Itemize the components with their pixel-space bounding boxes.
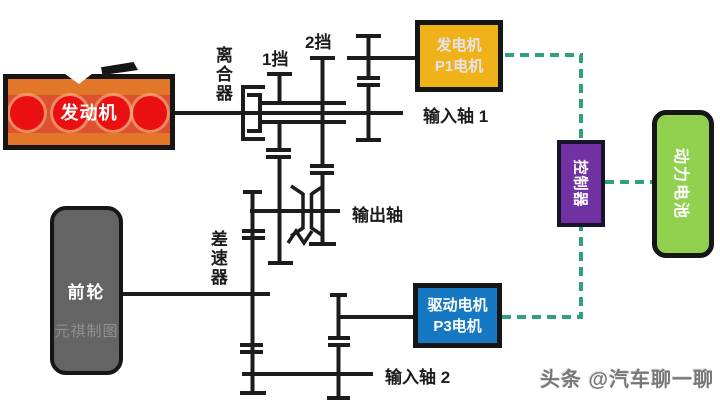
drive-motor-label-line2: P3电机 bbox=[433, 317, 482, 335]
motor-to-controller-link bbox=[502, 227, 583, 319]
site-watermark: 头条 @汽车聊一聊 bbox=[539, 369, 714, 391]
generator-label-line1: 发电机 bbox=[436, 37, 482, 54]
cylinder-icon bbox=[96, 96, 130, 130]
gear1-symbol bbox=[266, 72, 293, 265]
front-wheel-label: 前轮 bbox=[67, 283, 106, 302]
drive-motor-block: 驱动电机 P3电机 bbox=[413, 283, 502, 348]
clutch-label: 离合器 bbox=[212, 46, 232, 103]
differential-label: 差速器 bbox=[207, 230, 227, 287]
creator-watermark: 元祺制图 bbox=[54, 323, 119, 340]
input-shaft-1-label: 输入轴 1 bbox=[423, 107, 489, 126]
generator-block: 发电机 P1电机 bbox=[415, 20, 503, 92]
battery-block: 动力电池 bbox=[652, 110, 714, 258]
controller-block: 控制器 bbox=[557, 140, 605, 227]
gear2-symbol bbox=[309, 56, 336, 246]
drive-motor-label-line1: 驱动电机 bbox=[427, 296, 488, 314]
generator-label-line2: P1电机 bbox=[434, 58, 484, 75]
front-wheel-block: 前轮 元祺制图 bbox=[50, 206, 123, 375]
controller-label: 控制器 bbox=[571, 159, 589, 208]
engine-block: 发动机 bbox=[3, 74, 175, 150]
input-shaft-2-label: 输入轴 2 bbox=[385, 368, 451, 387]
battery-label: 动力电池 bbox=[672, 147, 690, 221]
gear1-label: 1挡 bbox=[262, 50, 289, 69]
drive-motor-gear-symbol bbox=[327, 293, 350, 400]
gear2-label: 2挡 bbox=[305, 33, 332, 52]
cylinder-icon bbox=[53, 96, 87, 130]
engine-label: 发动机 bbox=[60, 103, 118, 123]
dashed-power-links bbox=[502, 53, 654, 319]
differential-symbol bbox=[240, 190, 314, 395]
generator-to-controller-link bbox=[505, 53, 583, 140]
output-shaft-label: 输出轴 bbox=[352, 206, 403, 225]
cylinder-icon bbox=[133, 96, 167, 130]
generator-gear-symbol bbox=[356, 34, 381, 142]
cylinder-icon bbox=[10, 96, 44, 130]
clutch-symbol bbox=[241, 85, 265, 141]
